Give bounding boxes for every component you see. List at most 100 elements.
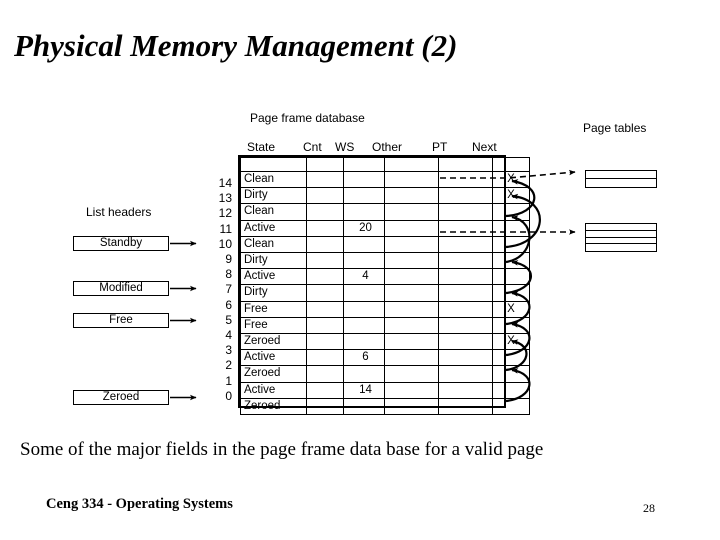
pfdb-cell-cnt (306, 365, 344, 383)
pfdb-cell-cnt (306, 235, 344, 254)
pfdb-cell-state: Active (240, 349, 307, 367)
table-row[interactable]: Dirty (240, 252, 530, 270)
pfdb-cell-pt (438, 333, 493, 351)
pfdb-cell-ws (343, 300, 385, 318)
pfdb-cell-state: Dirty (240, 252, 307, 270)
pfdb-cell-ws (343, 365, 385, 383)
row-index-7: 7 (225, 282, 232, 297)
list-headers-label: List headers (86, 205, 152, 219)
list-header-arrows (170, 240, 197, 401)
list-header-zeroed[interactable]: Zeroed (73, 390, 169, 405)
pfdb-cell-state: Dirty (240, 284, 307, 302)
pfdb-cell-pt (438, 268, 493, 286)
pfdb-cell-pt (438, 252, 493, 270)
pfdb-cell-next (492, 284, 530, 302)
pfdb-cell-pt (438, 349, 493, 367)
table-row[interactable]: Zeroed (240, 365, 530, 383)
row-index-5: 5 (225, 312, 232, 327)
row-index-8: 8 (225, 267, 232, 282)
pfdb-cell-other (384, 284, 439, 302)
page-title: Physical Memory Management (2) (14, 28, 458, 63)
page-table-entry (586, 231, 656, 238)
column-header-ws: WS (335, 140, 355, 154)
list-header-modified[interactable]: Modified (73, 281, 169, 296)
pfdb-cell-state: Active (240, 381, 307, 399)
pfdb-cell-cnt (306, 381, 344, 399)
pfdb-cell-ws (343, 235, 385, 254)
column-header-next: Next (472, 140, 497, 154)
pfdb-cell-ws: 20 (343, 219, 385, 237)
pfdb-cell-next (492, 268, 530, 286)
row-index-2: 2 (225, 358, 232, 373)
table-row[interactable]: Clean (240, 203, 530, 221)
list-header-standby[interactable]: Standby (73, 236, 169, 251)
pfdb-cell-pt (438, 187, 493, 205)
table-row[interactable]: Zeroed (240, 397, 530, 416)
list-header-label: Free (109, 314, 133, 326)
pfdb-cell-next (492, 219, 530, 237)
pfdb-cell-state: Clean (240, 235, 307, 254)
row-index-13: 13 (218, 191, 232, 206)
pfdb-cell-state: Clean (240, 170, 307, 189)
page-table-entry (586, 238, 656, 245)
pfdb-cell-cnt (306, 397, 344, 416)
pfdb-cell-ws (343, 187, 385, 205)
pfdb-cell-state: Zeroed (240, 333, 307, 351)
pfdb-cell-pt (438, 316, 493, 335)
row-index-4: 4 (225, 328, 232, 342)
row-index-12: 12 (218, 206, 232, 221)
pfdb-cell-other (384, 235, 439, 254)
row-index-6: 6 (225, 297, 232, 312)
row-index-14: 14 (218, 176, 232, 190)
pfdb-cell-pt (438, 365, 493, 383)
pfdb-cell-pt (438, 284, 493, 302)
list-header-free[interactable]: Free (73, 313, 169, 328)
pfdb-cell-next (492, 397, 530, 416)
pfdb-cell-cnt (306, 284, 344, 302)
pfdb-cell-state: Active (240, 219, 307, 237)
table-row[interactable]: Active 14 (240, 381, 530, 399)
pfdb-cell-ws: 14 (343, 381, 385, 399)
pfdb-cell-pt (438, 170, 493, 189)
pfdb-cell-other (384, 316, 439, 335)
table-row[interactable]: Zeroed X (240, 333, 530, 351)
page-table-entry (586, 224, 656, 231)
page-table-entry (586, 179, 656, 187)
pfdb-cell (343, 157, 385, 172)
pfdb-cell-other (384, 170, 439, 189)
pfdb-cell-other (384, 219, 439, 237)
pfdb-cell-cnt (306, 333, 344, 351)
pfdb-cell (438, 157, 493, 172)
pfdb-cell-cnt (306, 170, 344, 189)
pfdb-cell-ws (343, 333, 385, 351)
pfdb-cell-next (492, 349, 530, 367)
table-row[interactable]: Active 20 (240, 219, 530, 237)
pfdb-cell-other (384, 381, 439, 399)
pfdb-cell-next: X (492, 300, 530, 318)
pfdb-cell-pt (438, 203, 493, 221)
pfdb-cell-ws (343, 203, 385, 221)
pfdb-cell (492, 157, 530, 172)
table-row[interactable]: Dirty (240, 284, 530, 302)
pfdb-cell-cnt (306, 219, 344, 237)
pfdb-cell-other (384, 268, 439, 286)
pfdb-cell-next (492, 381, 530, 399)
table-row[interactable]: Free (240, 316, 530, 335)
column-header-cnt: Cnt (303, 140, 322, 154)
column-header-pt: PT (432, 140, 448, 154)
pfdb-cell-state: Clean (240, 203, 307, 221)
row-index-9: 9 (225, 252, 232, 266)
table-row[interactable]: Clean (240, 235, 530, 254)
pfdb-cell-next: X (492, 333, 530, 351)
pfdb-cell-state: Dirty (240, 187, 307, 205)
pfdb-cell-other (384, 203, 439, 221)
row-index-10: 10 (218, 236, 232, 251)
list-header-label: Standby (99, 237, 143, 249)
pfdb-cell-pt (438, 300, 493, 318)
pfdb-cell-next (492, 203, 530, 221)
